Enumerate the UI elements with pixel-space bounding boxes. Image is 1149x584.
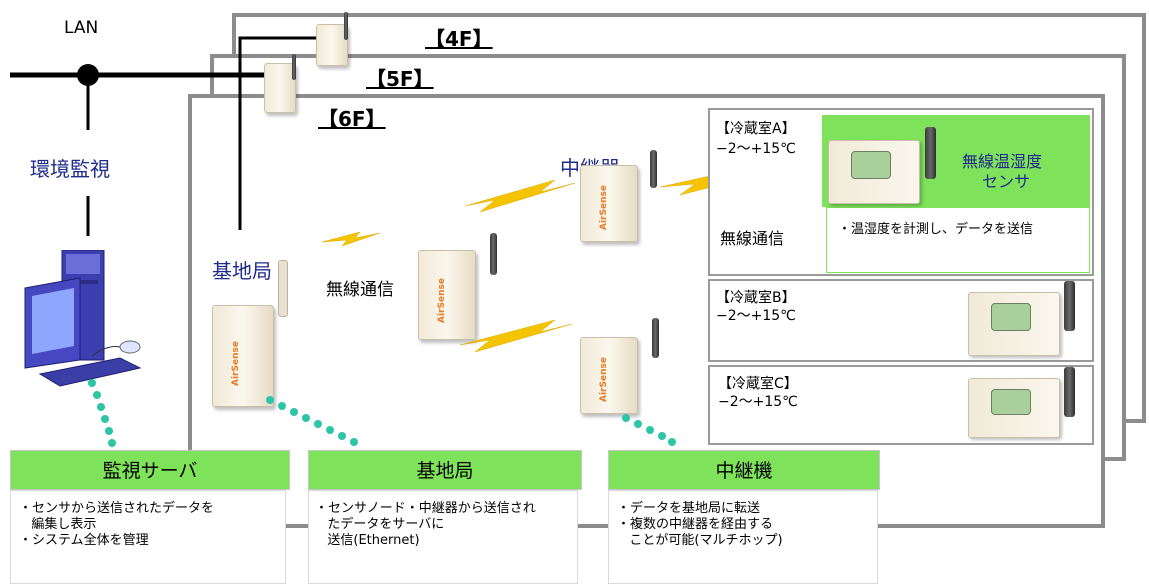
router-center-antenna [490, 233, 497, 275]
sensor-c-antenna [1064, 367, 1075, 417]
router-device-center: AirSense [418, 250, 476, 340]
base-station-box-title: 基地局 [308, 450, 582, 490]
server-box-title: 監視サーバ [10, 450, 290, 490]
server-desc-line: 編集し表示 [19, 517, 97, 532]
monitoring-pc-icon [24, 250, 142, 387]
sensor-lcd [991, 389, 1031, 415]
base-station-device: AirSense [212, 305, 274, 407]
sensor-lcd [851, 151, 891, 179]
floor-6f-label: 【6F】 [318, 107, 386, 131]
access-point-4f-antenna [344, 12, 348, 40]
repeater-top-antenna [650, 150, 657, 188]
base-station-antenna [278, 260, 288, 317]
sensor-device-b [968, 292, 1060, 356]
access-point-5f-antenna [292, 54, 296, 80]
repeater-box-title: 中継機 [608, 450, 880, 490]
floor-4f-label: 【4F】 [425, 27, 493, 51]
cold-room-b-name: 【冷蔵室B】 [716, 290, 796, 306]
server-box-desc: ・センサから送信されたデータを 編集し表示 ・システム全体を管理 [10, 490, 286, 584]
sensor-desc-box [826, 207, 1090, 273]
cold-room-a-name: 【冷蔵室A】 [716, 121, 796, 137]
sensor-lcd [991, 303, 1031, 331]
sensor-a-antenna [925, 127, 936, 179]
sensor-title-line2: センサ [982, 172, 1031, 191]
base-station-desc-line: たデータをサーバに [315, 517, 445, 532]
cold-room-c-range: −2〜+15℃ [718, 394, 798, 410]
repeater-desc-line: ことが可能(マルチホップ) [617, 533, 783, 548]
repeater-desc-line: ・複数の中継器を経由する [617, 517, 774, 532]
sensor-b-antenna [1064, 281, 1075, 331]
base-station-desc-line: 送信(Ethernet) [315, 533, 420, 548]
repeater-desc-line: ・データを基地局に転送 [617, 501, 761, 516]
repeater-bottom-antenna [652, 318, 659, 358]
sensor-comm-label: 無線通信 [720, 229, 785, 248]
cold-room-b-range: −2〜+15℃ [716, 308, 796, 324]
base-station-desc-line: ・センサノード・中継器から送信され [315, 501, 536, 516]
server-desc-line: ・システム全体を管理 [19, 533, 149, 548]
floor-5f-label: 【5F】 [366, 67, 434, 91]
repeater-device-bottom: AirSense [580, 337, 638, 414]
sensor-device-a [828, 140, 920, 204]
wireless-comm-label: 無線通信 [326, 280, 394, 300]
access-point-5f [264, 63, 296, 113]
lan-label: LAN [64, 18, 99, 38]
base-station-box-desc: ・センサノード・中継器から送信され たデータをサーバに 送信(Ethernet) [308, 490, 578, 584]
sensor-desc: ・温湿度を計測し、データを送信 [838, 222, 1034, 237]
monitoring-label: 環境監視 [30, 157, 110, 181]
sensor-title-line1: 無線温湿度 [962, 152, 1043, 171]
server-desc-line: ・センサから送信されたデータを [19, 501, 215, 516]
base-station-title: 基地局 [212, 259, 272, 283]
repeater-device-top: AirSense [580, 165, 638, 242]
sensor-device-c [968, 378, 1060, 438]
cold-room-c-name: 【冷蔵室C】 [718, 376, 798, 392]
repeater-box-desc: ・データを基地局に転送 ・複数の中継器を経由する ことが可能(マルチホップ) [608, 490, 878, 584]
access-point-4f [316, 24, 348, 66]
lan-hub-node [77, 64, 99, 86]
cold-room-a-range: −2〜+15℃ [716, 141, 796, 157]
